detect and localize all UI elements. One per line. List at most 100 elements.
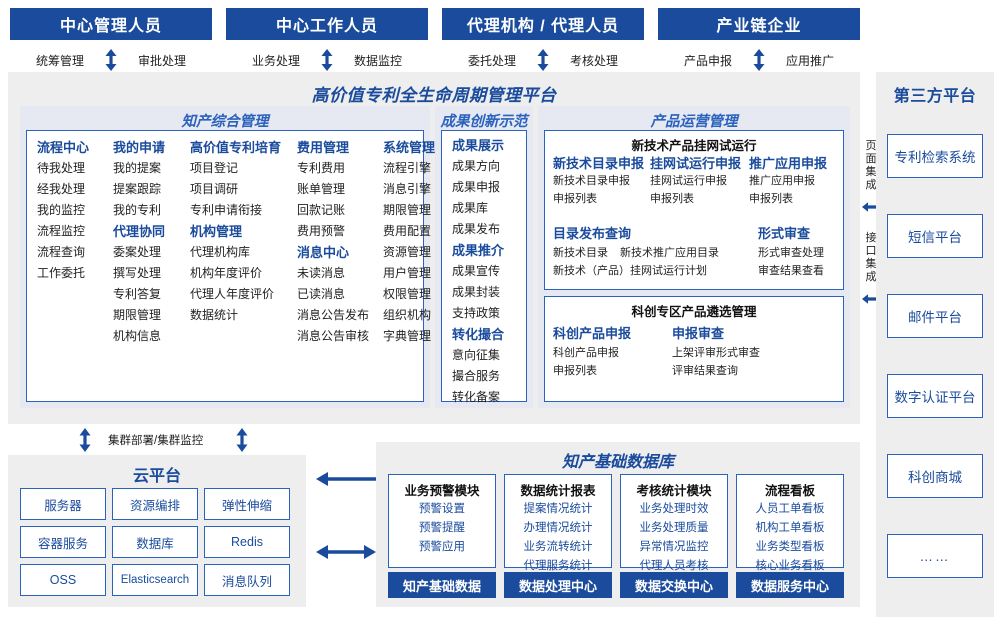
col-item[interactable]: 撰写处理 (113, 266, 162, 280)
col-item[interactable]: 申报列表 (553, 193, 597, 205)
col-item[interactable]: 费用预警 (297, 224, 346, 238)
col-item[interactable]: 代理机构库 (190, 245, 251, 259)
col-item[interactable]: 流程查询 (37, 245, 86, 259)
col-item[interactable]: 流程监控 (37, 224, 86, 238)
cloud-cell-8[interactable]: 消息队列 (204, 564, 290, 596)
col-head[interactable]: 高价值专利培育 (190, 140, 282, 155)
col-head[interactable]: 机构管理 (190, 224, 243, 239)
col-head[interactable]: 成果展示 (452, 138, 505, 153)
col-item[interactable]: 数据统计 (190, 308, 239, 322)
third-party-item-5[interactable]: …… (887, 534, 983, 578)
db-column-item[interactable]: 代理服务统计 (523, 560, 593, 572)
col-item[interactable]: 专利申请衔接 (190, 203, 263, 217)
cloud-cell-3[interactable]: 容器服务 (20, 526, 106, 558)
col-item[interactable]: 组织机构 (383, 308, 432, 322)
col-head[interactable]: 形式审查 (758, 226, 811, 241)
col-item[interactable]: 审查结果查看 (758, 265, 824, 277)
col-item[interactable]: 机构信息 (113, 329, 162, 343)
col-item[interactable]: 回款记账 (297, 203, 346, 217)
col-head[interactable]: 成果推介 (452, 243, 505, 258)
third-party-item-0[interactable]: 专利检索系统 (887, 134, 983, 178)
db-footer-1[interactable]: 数据处理中心 (504, 572, 612, 598)
col-item[interactable]: 专利答复 (113, 287, 162, 301)
col-item[interactable]: 消息公告审核 (297, 329, 370, 343)
third-party-item-1[interactable]: 短信平台 (887, 214, 983, 258)
role-title-1[interactable]: 中心工作人员 (226, 8, 428, 40)
col-item[interactable]: 经我处理 (37, 182, 86, 196)
col-item[interactable]: 待我处理 (37, 161, 86, 175)
col-head[interactable]: 目录发布查询 (553, 226, 632, 241)
role-title-0[interactable]: 中心管理人员 (10, 8, 212, 40)
col-head[interactable]: 系统管理 (383, 140, 436, 155)
col-item[interactable]: 成果库 (452, 201, 489, 215)
db-column-item[interactable]: 机构工单看板 (755, 522, 825, 534)
col-item[interactable]: 工作委托 (37, 266, 86, 280)
col-item[interactable]: 已读消息 (297, 287, 346, 301)
col-item[interactable]: 新技术（产品）挂网试运行计划 (553, 265, 707, 277)
cloud-cell-7[interactable]: Elasticsearch (112, 564, 198, 596)
col-item[interactable]: 上架评审形式审查 (672, 347, 760, 359)
col-item[interactable]: 挂网试运行申报 (650, 175, 727, 187)
col-item[interactable]: 代理人年度评价 (190, 287, 275, 301)
db-footer-3[interactable]: 数据服务中心 (736, 572, 844, 598)
col-item[interactable]: 意向征集 (452, 348, 501, 362)
col-head[interactable]: 转化撮合 (452, 327, 505, 342)
db-column-item[interactable]: 业务类型看板 (755, 541, 825, 553)
col-item[interactable]: 提案跟踪 (113, 182, 162, 196)
col-item[interactable]: 撮合服务 (452, 369, 501, 383)
db-column-item[interactable]: 人员工单看板 (755, 503, 825, 515)
db-footer-2[interactable]: 数据交换中心 (620, 572, 728, 598)
col-item[interactable]: 形式审查处理 (758, 247, 824, 259)
col-item[interactable]: 委案处理 (113, 245, 162, 259)
col-item[interactable]: 新技术目录 (553, 247, 608, 259)
col-head[interactable]: 我的申请 (113, 140, 166, 155)
col-item[interactable]: 资源管理 (383, 245, 432, 259)
col-head[interactable]: 代理协同 (113, 224, 166, 239)
role-title-3[interactable]: 产业链企业 (658, 8, 860, 40)
db-footer-0[interactable]: 知产基础数据 (388, 572, 496, 598)
cloud-cell-5[interactable]: Redis (204, 526, 290, 558)
col-head[interactable]: 推广应用申报 (749, 156, 828, 171)
col-head[interactable]: 申报审查 (672, 326, 725, 341)
cloud-cell-1[interactable]: 资源编排 (112, 488, 198, 520)
db-column-item[interactable]: 预警设置 (419, 503, 465, 515)
col-head[interactable]: 消息中心 (297, 245, 350, 260)
col-item[interactable]: 消息引擎 (383, 182, 432, 196)
col-item[interactable]: 新技术推广应用目录 (620, 247, 719, 259)
col-item[interactable]: 期限管理 (113, 308, 162, 322)
col-head[interactable]: 科创产品申报 (553, 326, 632, 341)
col-item[interactable]: 成果发布 (452, 222, 501, 236)
col-head[interactable]: 挂网试运行申报 (650, 156, 742, 171)
cloud-cell-2[interactable]: 弹性伸缩 (204, 488, 290, 520)
col-item[interactable]: 用户管理 (383, 266, 432, 280)
col-item[interactable]: 专利费用 (297, 161, 346, 175)
col-item[interactable]: 期限管理 (383, 203, 432, 217)
col-item[interactable]: 申报列表 (553, 365, 597, 377)
col-item[interactable]: 成果申报 (452, 180, 501, 194)
col-item[interactable]: 字典管理 (383, 329, 432, 343)
col-item[interactable]: 流程引擎 (383, 161, 432, 175)
db-column-item[interactable]: 办理情况统计 (523, 522, 593, 534)
db-column-item[interactable]: 业务处理质量 (639, 522, 709, 534)
cloud-cell-0[interactable]: 服务器 (20, 488, 106, 520)
col-item[interactable]: 项目调研 (190, 182, 239, 196)
col-item[interactable]: 申报列表 (749, 193, 793, 205)
col-item[interactable]: 成果方向 (452, 159, 501, 173)
col-item[interactable]: 转化备案 (452, 390, 501, 404)
col-item[interactable]: 新技术目录申报 (553, 175, 630, 187)
col-item[interactable]: 我的提案 (113, 161, 162, 175)
third-party-item-2[interactable]: 邮件平台 (887, 294, 983, 338)
third-party-item-4[interactable]: 科创商城 (887, 454, 983, 498)
db-column-item[interactable]: 核心业务看板 (755, 560, 825, 572)
col-item[interactable]: 我的监控 (37, 203, 86, 217)
col-item[interactable]: 申报列表 (650, 193, 694, 205)
db-column-item[interactable]: 提案情况统计 (523, 503, 593, 515)
col-head[interactable]: 流程中心 (37, 140, 90, 155)
col-item[interactable]: 机构年度评价 (190, 266, 263, 280)
col-item[interactable]: 科创产品申报 (553, 347, 619, 359)
col-head[interactable]: 费用管理 (297, 140, 350, 155)
col-item[interactable]: 项目登记 (190, 161, 239, 175)
col-item[interactable]: 未读消息 (297, 266, 346, 280)
col-item[interactable]: 支持政策 (452, 306, 501, 320)
col-item[interactable]: 评审结果查询 (672, 365, 738, 377)
